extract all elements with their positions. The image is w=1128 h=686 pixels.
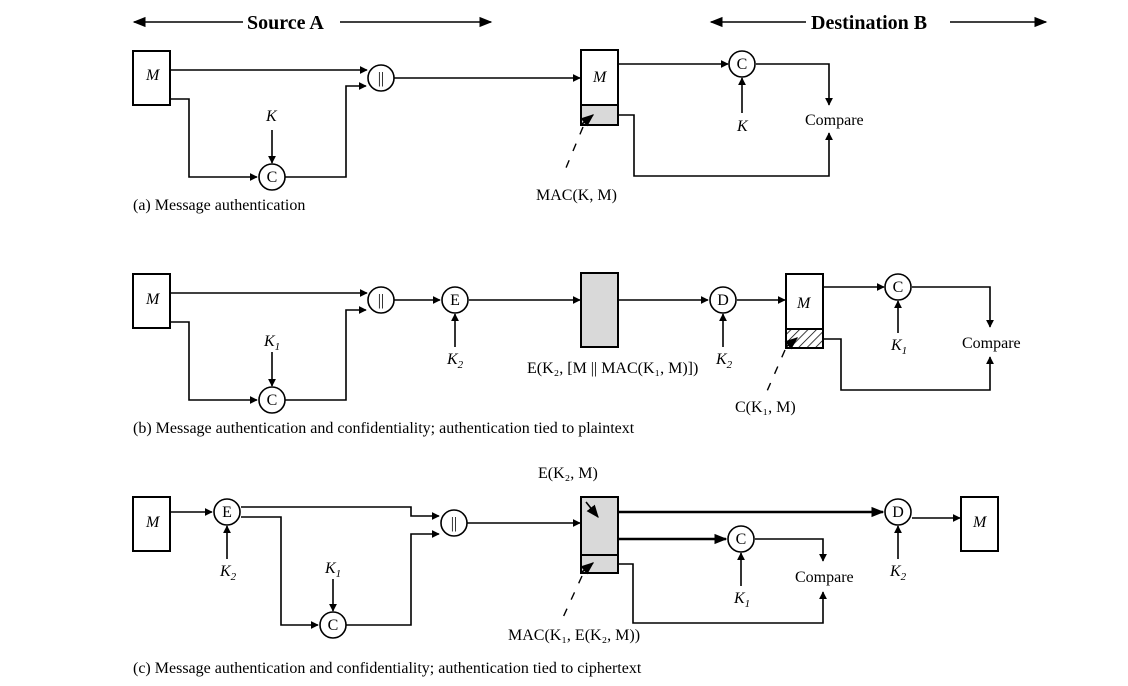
message-box xyxy=(132,496,171,552)
dest-mac-function-node xyxy=(728,50,756,78)
destination-b-label: Destination B xyxy=(811,12,927,34)
dest-key1-label: K1 xyxy=(890,337,907,357)
key2-label: K2 xyxy=(219,563,237,583)
mac-pointer-arrow xyxy=(580,562,595,575)
panel-c-caption: (c) Message authentication and confident… xyxy=(133,660,642,677)
encrypt-to-concat-arrow xyxy=(241,506,440,520)
mac-function-label: C xyxy=(267,169,278,186)
e-k2-m-label: E(K₂, M) xyxy=(538,465,598,482)
dest-key1-label: K1 xyxy=(733,590,750,610)
mac-function-label: C xyxy=(328,617,339,634)
source-a-label: Source A xyxy=(247,12,324,34)
mac-pointer-line xyxy=(562,126,584,176)
message-box xyxy=(132,273,171,329)
mac-to-compare-arrow xyxy=(618,563,827,624)
encrypt-label: E xyxy=(222,504,232,521)
received-message-label: M xyxy=(592,69,608,86)
mac-label: MAC(K₁, E(K₂, M)) xyxy=(508,627,640,644)
c-to-concat-arrow xyxy=(285,82,367,178)
message-label: M xyxy=(145,67,161,84)
message-box xyxy=(132,50,171,106)
dest-key2-label: K2 xyxy=(715,351,733,371)
c-k1-m-label: C(K₁, M) xyxy=(735,399,796,416)
mac-pointer-arrow xyxy=(580,114,595,127)
received-message-label: M xyxy=(796,295,812,312)
output-message-label: M xyxy=(972,514,988,531)
compare-label: Compare xyxy=(805,112,864,129)
decrypt-node xyxy=(709,286,737,314)
encrypt-to-c-arrow xyxy=(241,516,319,629)
dest-key-label: K xyxy=(736,118,749,135)
received-mac-box xyxy=(580,104,619,126)
compare-label: Compare xyxy=(962,335,1021,352)
ciphertext-box xyxy=(580,272,619,348)
dest-mac-function-label: C xyxy=(736,531,747,548)
c-to-compare-arrow xyxy=(912,286,994,328)
output-message-box xyxy=(960,496,999,552)
c-to-concat-arrow xyxy=(346,530,440,626)
ciphertext-label: E(K₂, [M || MAC(K₁, M)]) xyxy=(527,360,698,377)
c-to-compare-arrow xyxy=(756,63,833,106)
received-mac-box xyxy=(785,328,824,349)
mac-pointer-line xyxy=(559,575,583,625)
key2-label: K2 xyxy=(446,351,464,371)
c-to-concat-arrow xyxy=(285,306,367,401)
mac-to-compare-arrow xyxy=(823,338,994,391)
concat-label: || xyxy=(378,292,384,309)
mac-function-label: C xyxy=(267,392,278,409)
received-mac-box xyxy=(580,554,619,574)
dest-key2-label: K2 xyxy=(889,563,907,583)
encrypt-node xyxy=(441,286,469,314)
c-to-compare-arrow xyxy=(755,538,827,562)
c-pointer-arrow xyxy=(784,337,799,350)
message-label: M xyxy=(145,514,161,531)
m-to-c-arrow xyxy=(170,321,258,404)
dest-mac-function-node xyxy=(727,525,755,553)
e-pointer-arrow xyxy=(585,501,599,519)
panel-c: M E K2 K1 C || E(K₂, M) MAC(K₁, E(K₂, M)… xyxy=(132,465,999,677)
decrypt-label: D xyxy=(892,504,904,521)
encrypt-node xyxy=(213,498,241,526)
dest-mac-function-label: C xyxy=(737,56,748,73)
panel-a: M K C || M MAC(K, M) C K Compare (a) Mes… xyxy=(132,49,864,214)
key1-label: K1 xyxy=(263,333,280,353)
decrypt-node xyxy=(884,498,912,526)
panel-b: M K1 C || E K2 E(K₂, [M || MAC(K₁, M)]) … xyxy=(132,272,1021,437)
message-label: M xyxy=(145,291,161,308)
c-pointer-line xyxy=(763,349,786,399)
header: Source A Destination B xyxy=(132,12,1048,34)
key1-label: K1 xyxy=(324,560,341,580)
concat-label: || xyxy=(378,70,384,87)
m-to-c-arrow xyxy=(170,98,258,181)
compare-label: Compare xyxy=(795,569,854,586)
dest-mac-function-label: C xyxy=(893,279,904,296)
mac-to-compare-arrow xyxy=(618,114,833,177)
panel-b-caption: (b) Message authentication and confident… xyxy=(133,420,635,437)
decrypt-label: D xyxy=(717,292,729,309)
panel-a-caption: (a) Message authentication xyxy=(133,197,305,214)
dest-mac-function-node xyxy=(884,273,912,301)
mac-km-label: MAC(K, M) xyxy=(536,187,617,204)
encrypt-label: E xyxy=(450,292,460,309)
concat-label: || xyxy=(451,515,457,532)
key-label: K xyxy=(265,108,278,125)
